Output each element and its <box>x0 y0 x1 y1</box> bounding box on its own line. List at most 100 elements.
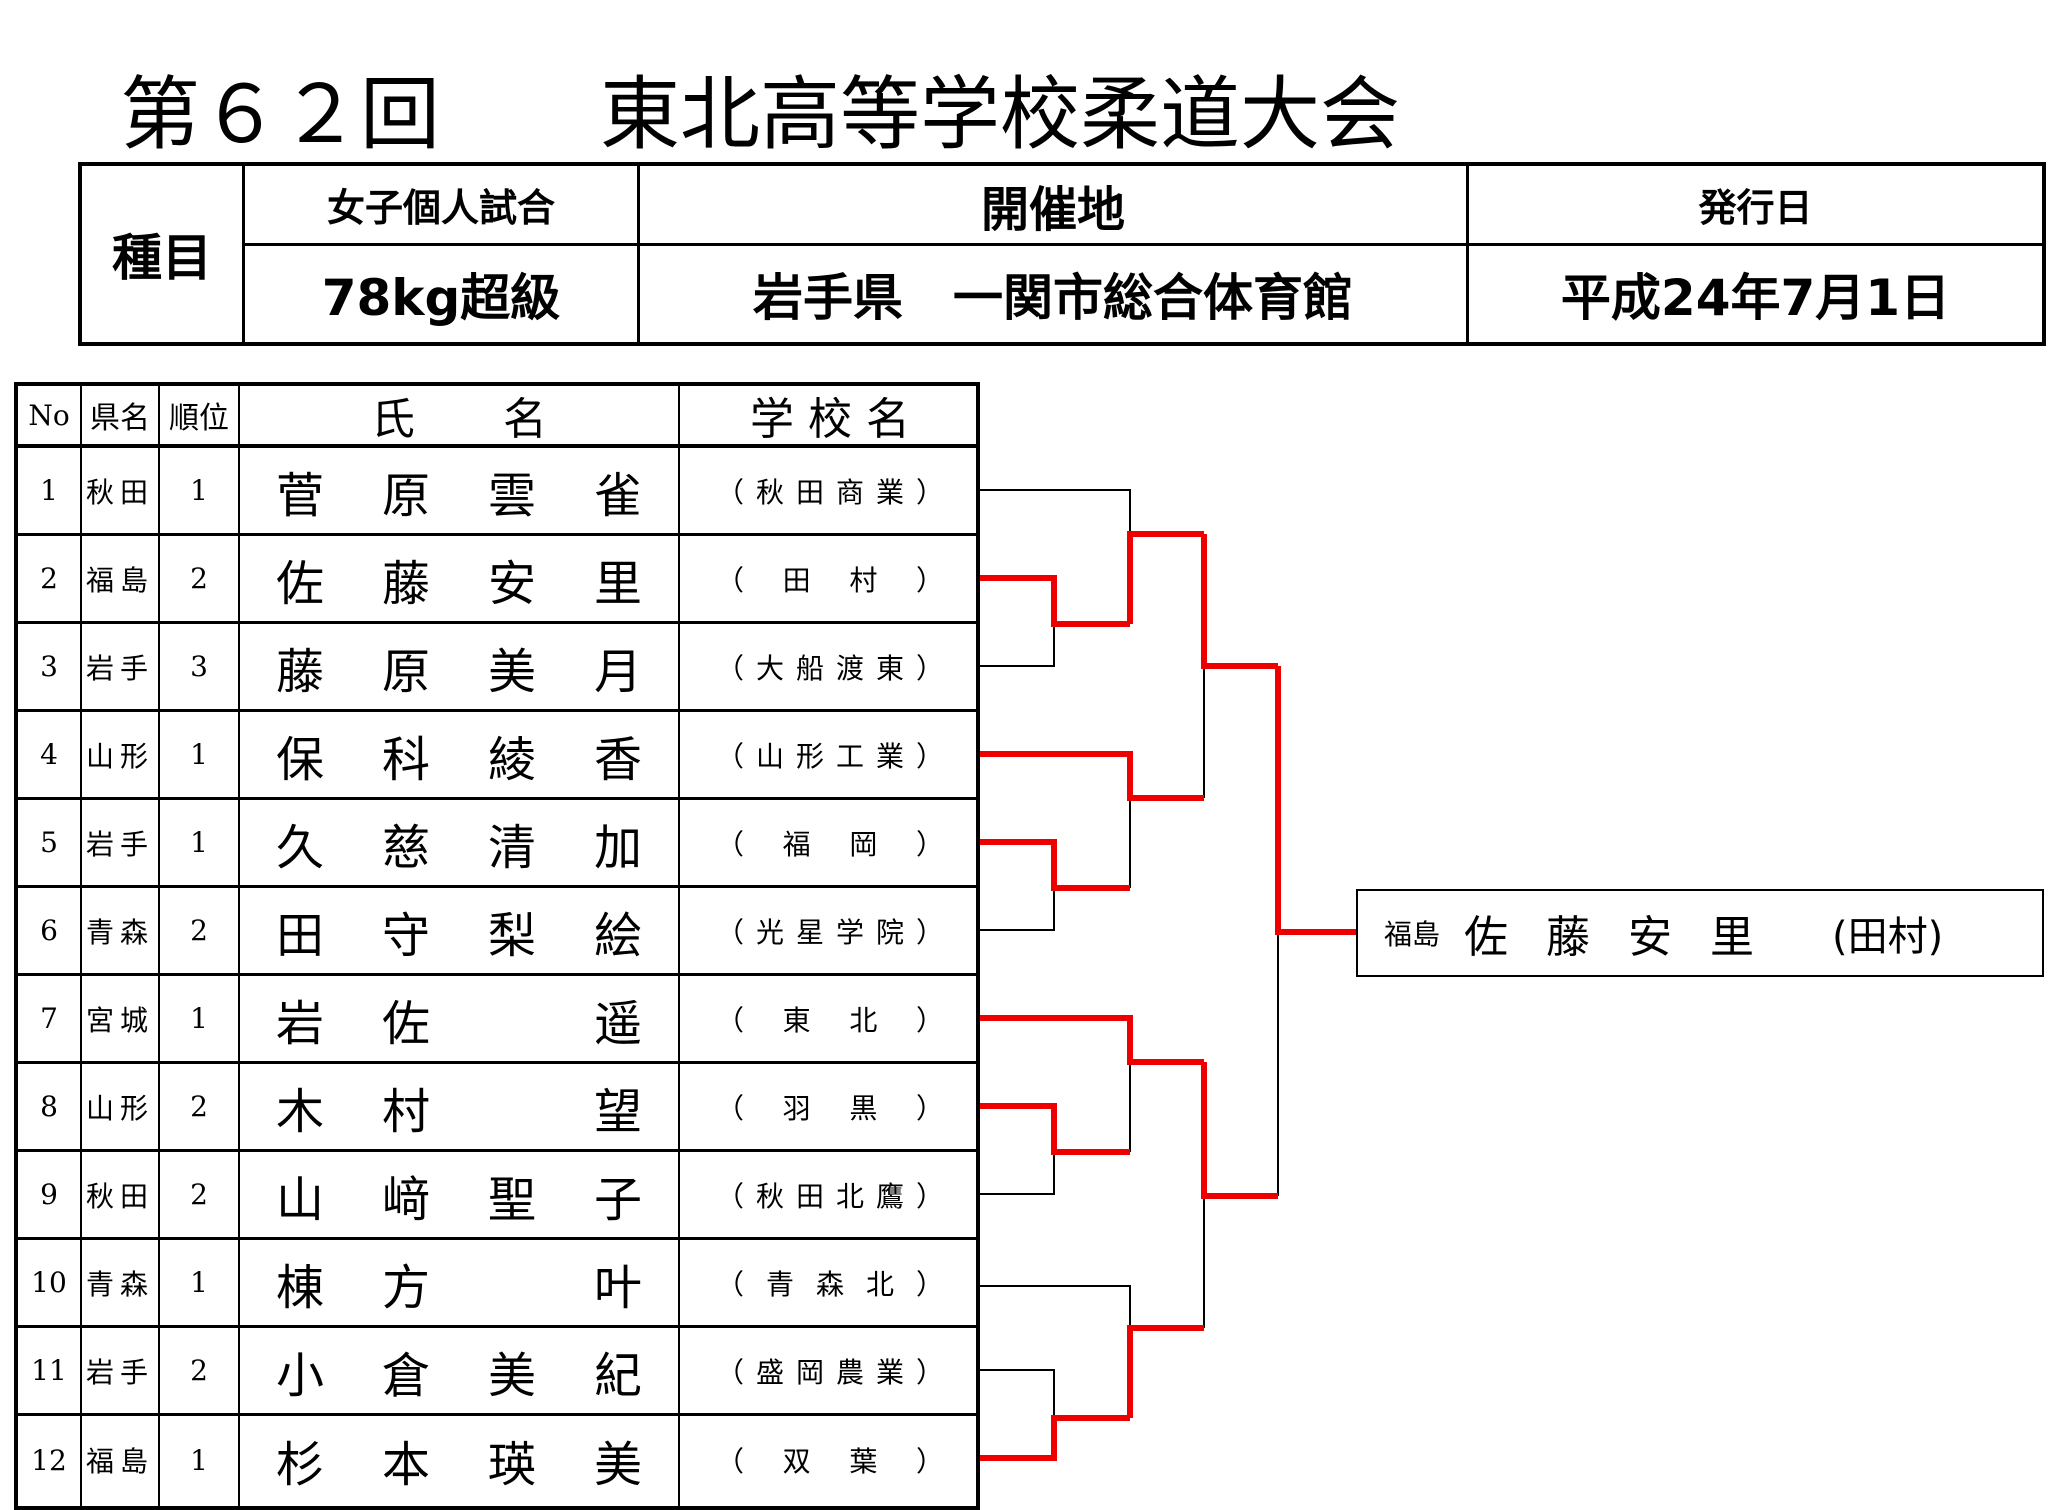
name-char: 倉 <box>381 1347 430 1404</box>
entrant-rank: 1 <box>190 738 208 771</box>
name-char: 絵 <box>593 907 642 964</box>
close-paren: ） <box>915 1355 944 1389</box>
entrant-rank: 2 <box>190 914 208 947</box>
entrant-school: （大船渡東） <box>680 624 980 709</box>
bracket-line <box>1201 1062 1278 1199</box>
entrant-no: 9 <box>40 1178 58 1211</box>
name-char: 方 <box>381 1259 430 1316</box>
name-char: 雀 <box>593 467 642 524</box>
bracket-line <box>1127 1325 1204 1418</box>
bracket-line <box>980 1152 1055 1195</box>
name-char: 木 <box>275 1083 324 1140</box>
issue-date: 平成24年7月1日 <box>1560 269 1951 327</box>
school-char: 星 <box>795 915 824 949</box>
name-char: 子 <box>593 1171 642 1228</box>
school-char: 学 <box>835 915 864 949</box>
name-char: 菅 <box>275 467 324 524</box>
name-char: 本 <box>381 1437 430 1493</box>
school-char: 鷹 <box>875 1179 904 1213</box>
entrant-rank: 1 <box>190 1443 208 1477</box>
school-char: 東 <box>782 1003 811 1037</box>
school-char: 北 <box>835 1179 864 1213</box>
open-paren: （ <box>716 915 745 949</box>
bracket-line <box>980 1415 1130 1461</box>
name-char: 綾 <box>487 731 536 788</box>
bracket-line <box>980 489 1204 535</box>
entrant-school: （羽黒） <box>680 1064 980 1149</box>
name-char: 梨 <box>487 907 536 964</box>
entrant-pref: 福島 <box>85 1445 154 1478</box>
entrant-school: （田村） <box>680 536 980 621</box>
school-char: 渡 <box>835 651 864 685</box>
entrant-no: 10 <box>31 1266 67 1299</box>
entrant-school: （福岡） <box>680 800 980 885</box>
table-header: No 県名 順位 氏 名 学 校 名 <box>18 386 976 448</box>
entrant-name: 棟方叶 <box>240 1240 678 1325</box>
school-char: 秋 <box>755 1179 784 1213</box>
name-char: 清 <box>487 819 536 876</box>
name-char: 村 <box>381 1083 430 1140</box>
name-char: 田 <box>275 907 324 964</box>
bracket-line <box>980 839 1130 891</box>
school-char: 工 <box>835 739 864 773</box>
school-char: 田 <box>782 563 811 597</box>
bracket-line <box>1275 666 1356 935</box>
name-char: 山 <box>275 1171 324 1228</box>
close-paren: ） <box>915 1091 944 1125</box>
entrant-pref: 福島 <box>85 563 154 597</box>
open-paren: （ <box>716 827 745 861</box>
entrant-school: （双葉） <box>680 1416 980 1504</box>
entrant-school: （青森北） <box>680 1240 980 1325</box>
bracket-line <box>980 1369 1055 1418</box>
school-char: 青 <box>765 1267 794 1301</box>
school-char: 黒 <box>849 1091 878 1125</box>
name-char: 望 <box>593 1083 642 1140</box>
entrant-school: （秋田北鷹） <box>680 1152 980 1237</box>
entrant-school: （秋田商業） <box>680 448 980 533</box>
close-paren: ） <box>915 1267 944 1301</box>
entrant-rank: 2 <box>190 1090 208 1123</box>
winner-name: 佐藤安里 <box>1464 912 1793 963</box>
school-char: 業 <box>875 475 904 509</box>
close-paren: ） <box>915 651 944 685</box>
name-char: 原 <box>381 467 430 524</box>
bracket-line <box>980 1285 1204 1329</box>
school-char: 田 <box>795 475 824 509</box>
entrant-rank: 1 <box>190 826 208 859</box>
entrant-rank: 2 <box>190 562 208 595</box>
name-char: 遥 <box>593 995 642 1052</box>
close-paren: ） <box>915 827 944 861</box>
school-char: 農 <box>835 1355 864 1389</box>
open-paren: （ <box>716 1179 745 1213</box>
school-char: 岡 <box>849 827 878 861</box>
entrant-pref: 青森 <box>85 915 154 949</box>
name-char: 杉 <box>275 1437 324 1493</box>
school-char: 羽 <box>782 1091 811 1125</box>
name-char: 慈 <box>381 819 430 876</box>
open-paren: （ <box>716 739 745 773</box>
entrant-rank: 1 <box>190 1002 208 1035</box>
name-char: 里 <box>593 555 642 612</box>
winner-pref: 福島 <box>1384 918 1441 951</box>
school-char: 船 <box>795 651 824 685</box>
tournament-title: 第６２回 東北高等学校柔道大会 <box>120 68 1400 161</box>
school-char: 岡 <box>795 1355 824 1389</box>
name-char: 保 <box>275 731 324 788</box>
school-char: 業 <box>875 739 904 773</box>
name-char: 小 <box>275 1347 324 1404</box>
entrant-no: 8 <box>40 1090 58 1123</box>
winner-school: (田村) <box>1832 914 1944 960</box>
bracket-line <box>1127 531 1204 624</box>
name-char: 久 <box>275 819 324 876</box>
entrant-pref: 青森 <box>85 1267 154 1301</box>
entrant-pref: 秋田 <box>85 1179 154 1213</box>
header-pref: 県名 <box>90 401 150 436</box>
entrant-no: 11 <box>31 1354 67 1387</box>
